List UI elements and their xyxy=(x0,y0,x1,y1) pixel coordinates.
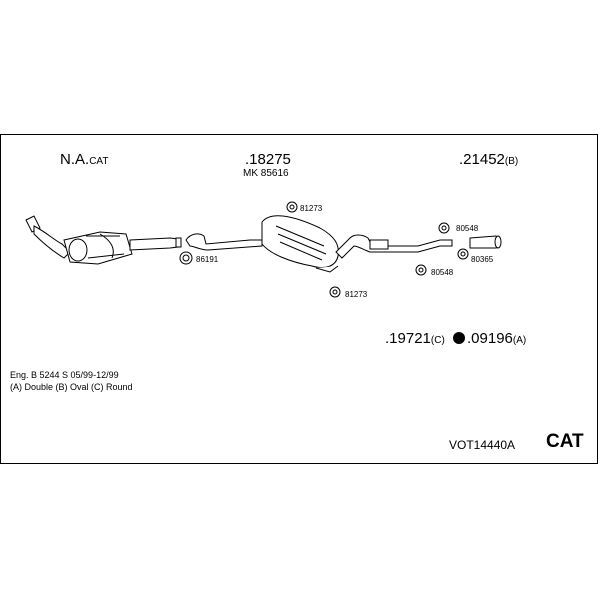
part-center: .18275 xyxy=(245,151,291,168)
part-09196: .09196(A) xyxy=(453,330,526,347)
part-right-number: .21452 xyxy=(459,151,505,168)
part-19721-suffix: (C) xyxy=(430,335,445,346)
hanger-80548-top-label: 80548 xyxy=(456,224,479,233)
hanger-80548-top-shape xyxy=(438,222,450,234)
engine-note: Eng. B 5244 S 05/99-12/99 xyxy=(10,370,119,380)
part-19721-number: .19721 xyxy=(385,330,431,347)
part-09196-suffix: (A) xyxy=(512,335,527,346)
clamp-86191-shape xyxy=(179,251,193,265)
clip-81273-bottom-shape xyxy=(329,286,341,298)
legend-note: (A) Double (B) Oval (C) Round xyxy=(10,382,133,392)
diagram-frame xyxy=(0,134,598,464)
part-19721: .19721(C) xyxy=(385,330,445,347)
part-right: .21452(B) xyxy=(459,151,518,168)
filled-dot-icon xyxy=(453,332,465,344)
center-muffler xyxy=(261,215,339,273)
clamp-80365-shape xyxy=(457,248,469,260)
hanger-80548-bottom-shape xyxy=(415,264,427,276)
hanger-80548-bottom-label: 80548 xyxy=(431,268,454,277)
clamp-80365-label: 80365 xyxy=(471,255,494,264)
front-pipe xyxy=(25,215,71,259)
clip-81273-bottom-label: 81273 xyxy=(345,290,368,299)
catalytic-converter xyxy=(63,231,133,265)
vehicle-code: VOT14440A xyxy=(449,438,516,452)
na-label: N.A.CAT xyxy=(60,151,108,168)
tail-pipe xyxy=(469,235,502,249)
rear-pipe xyxy=(335,234,453,259)
clamp-86191-label: 86191 xyxy=(196,255,219,264)
cat-label: CAT xyxy=(546,431,584,452)
clip-81273-top-shape xyxy=(286,201,298,213)
clip-81273-top-label: 81273 xyxy=(300,204,323,213)
part-right-suffix: (B) xyxy=(504,156,519,167)
na-main: N.A. xyxy=(60,151,90,168)
part-09196-number: .09196 xyxy=(467,330,513,347)
part-center-sub: MK 85616 xyxy=(243,168,289,179)
na-sub: CAT xyxy=(89,156,109,167)
mid-pipe xyxy=(129,233,263,251)
